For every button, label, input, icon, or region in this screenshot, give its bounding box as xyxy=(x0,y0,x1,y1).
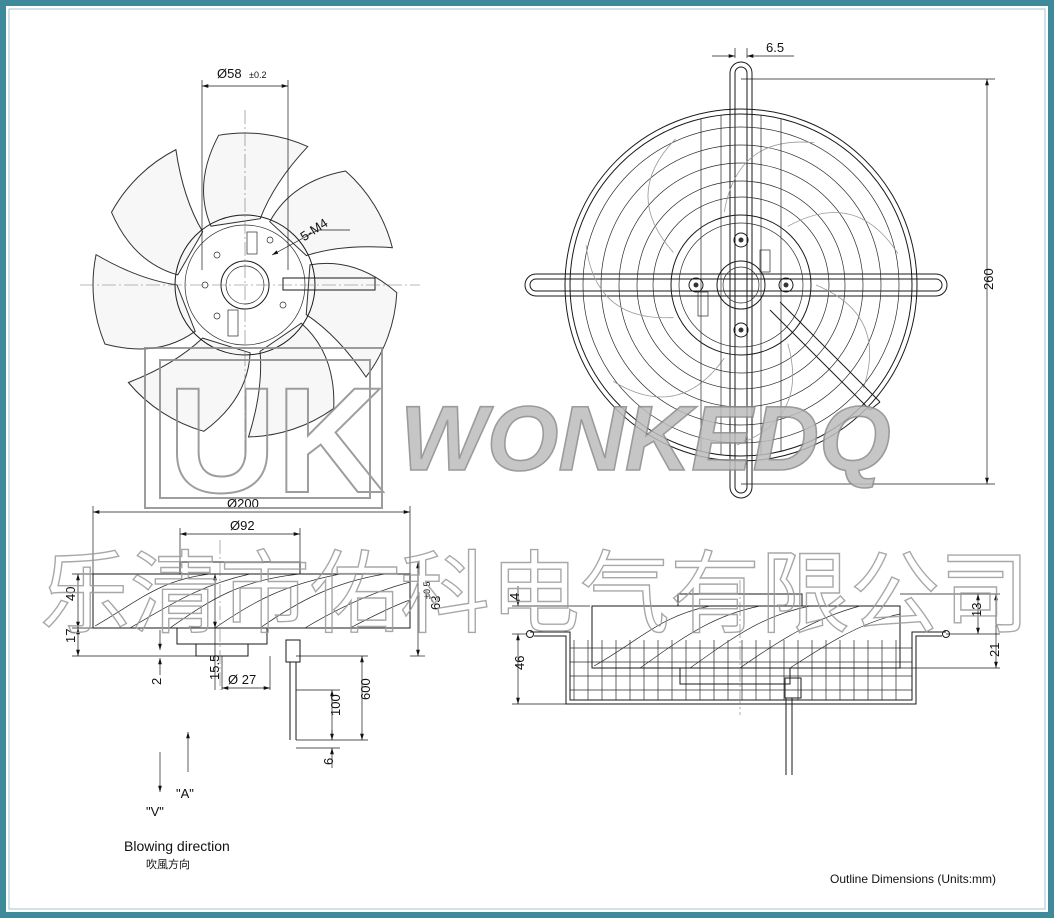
dim-height-63-tol: ±0.5 xyxy=(422,582,432,599)
dim-2: 2 xyxy=(149,678,164,685)
impeller-blade xyxy=(110,148,204,276)
guard-ring xyxy=(600,144,882,426)
guard-side-bars xyxy=(570,640,912,700)
guard-ring xyxy=(564,108,918,462)
dim-lead-100: 100 xyxy=(328,694,343,716)
impeller-blades xyxy=(92,132,398,438)
dim-4: 4 xyxy=(507,593,522,600)
airflow-label-v: "V" xyxy=(146,804,164,819)
guard-side-view: 4 46 13 21 xyxy=(507,580,1002,775)
dim-hub-diameter: Ø58 xyxy=(217,66,242,81)
blade-outline xyxy=(585,245,674,319)
watermark-company: 乐清市佑科电气有限公司 xyxy=(40,545,1030,645)
guard-front-view: 6.5 260 xyxy=(524,40,996,499)
guard-spokes xyxy=(700,115,782,455)
side-view: Ø200 Ø92 40 17 63 ±0.5 2 15.5 Ø 27 xyxy=(63,496,443,768)
dim-height-17: 17 xyxy=(63,629,78,643)
guard-ring xyxy=(618,162,864,408)
dim-lead-600: 600 xyxy=(358,678,373,700)
dim-shaft-diameter: Ø 27 xyxy=(228,672,256,687)
caption: Outline Dimensions (Units:mm) xyxy=(830,872,996,886)
dim-inner-diameter: Ø92 xyxy=(230,518,255,533)
airflow-title-cn: 吹風方向 xyxy=(146,857,190,871)
dim-15-5: 15.5 xyxy=(207,655,222,680)
dim-height-63: 63 xyxy=(428,596,443,610)
blade-outline xyxy=(723,141,815,212)
impeller-blade xyxy=(203,132,309,227)
airflow-legend: "A" "V" Blowing direction 吹風方向 xyxy=(124,732,230,871)
guard-ring xyxy=(636,180,846,390)
dim-hub-tolerance: ±0.2 xyxy=(249,70,266,80)
watermark-brand: WONKEDQ xyxy=(400,388,891,490)
dim-overall-height: 260 xyxy=(981,268,996,290)
impeller-blade xyxy=(269,170,394,257)
dim-height-40: 40 xyxy=(63,587,78,601)
blade-outline xyxy=(736,343,794,446)
guard-ring xyxy=(569,113,913,457)
blade-outline xyxy=(647,138,676,253)
impeller-blade xyxy=(127,337,251,432)
guard-rings xyxy=(564,108,918,462)
airflow-label-a: "A" xyxy=(176,786,194,801)
watermark-logo: UK xyxy=(168,356,385,524)
dim-21: 21 xyxy=(987,643,1002,657)
blade-outline xyxy=(613,357,725,398)
airflow-title-en: Blowing direction xyxy=(124,838,230,854)
watermark: UK WONKEDQ 乐清市佑科电气有限公司 xyxy=(39,347,1031,646)
guard-ring xyxy=(652,196,830,374)
blade-outline xyxy=(787,212,899,254)
blade-outline xyxy=(815,284,871,389)
dim-strip-6: 6 xyxy=(321,758,336,765)
dim-46: 46 xyxy=(512,656,527,670)
dim-13: 13 xyxy=(969,603,984,617)
front-view: Ø58 ±0.2 5-M4 xyxy=(80,66,420,460)
dim-spoke-width: 6.5 xyxy=(766,40,784,55)
